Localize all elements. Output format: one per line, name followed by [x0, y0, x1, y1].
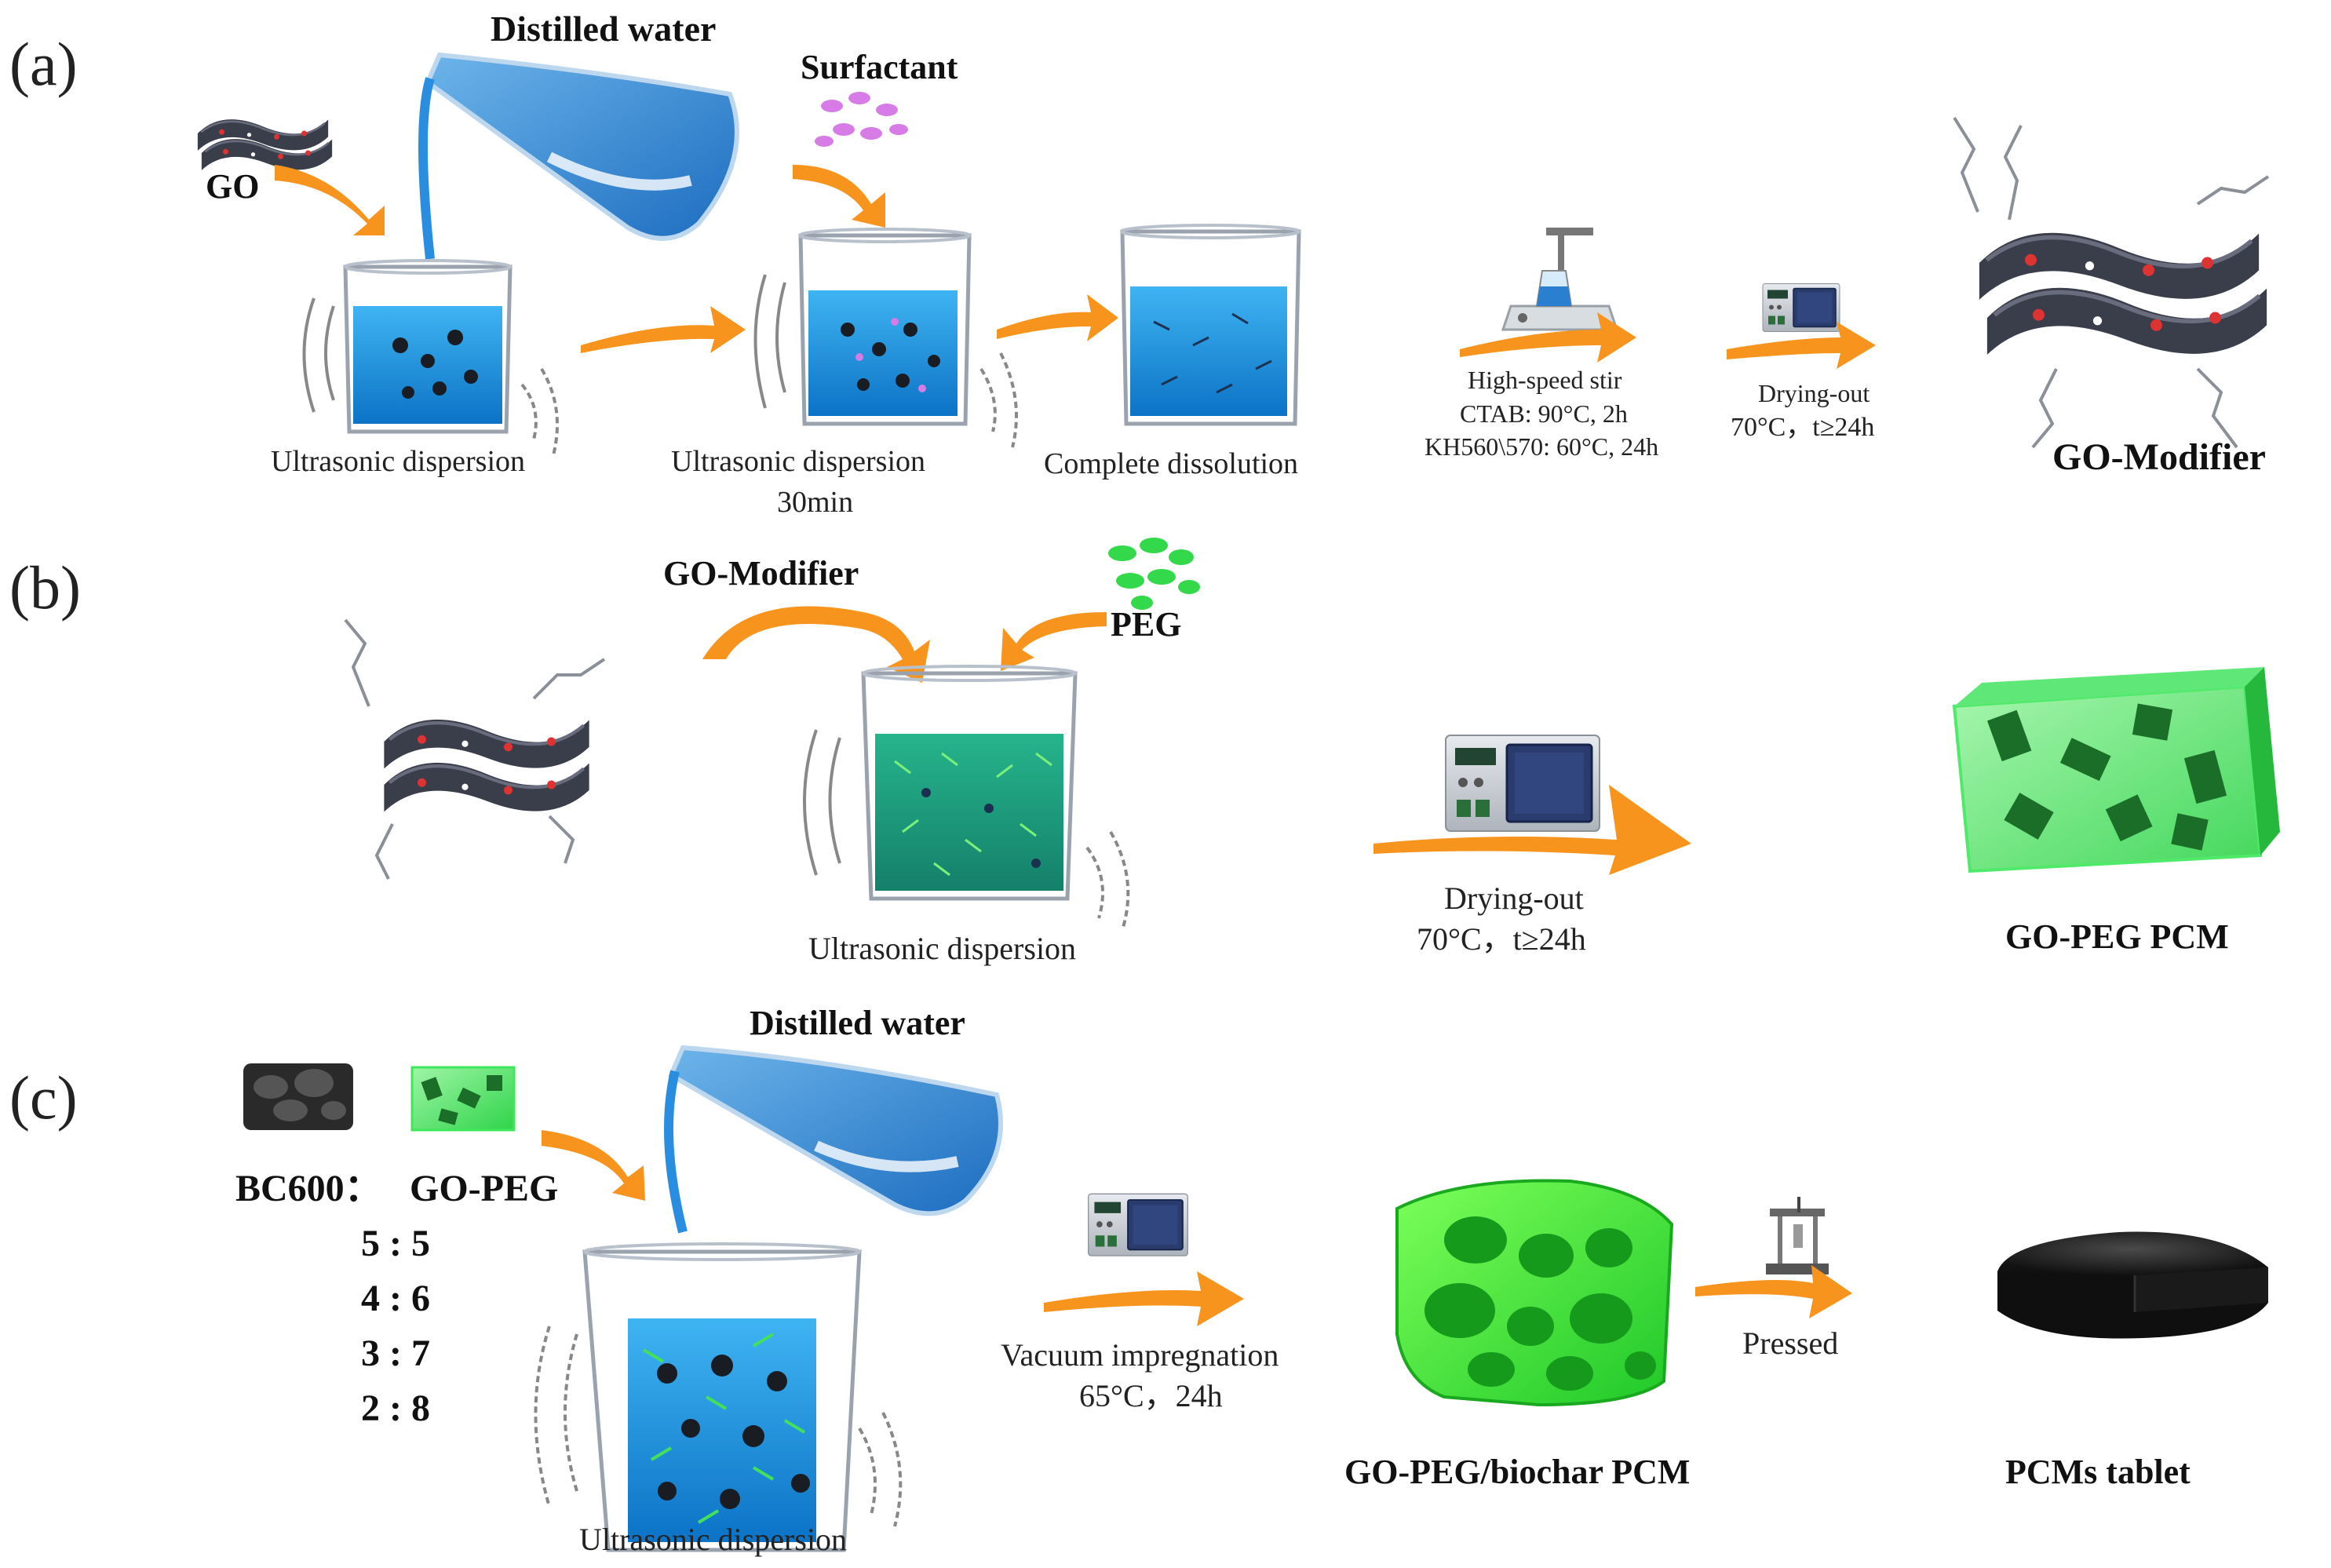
vacuum-line1: Vacuum impregnation [1001, 1337, 1279, 1373]
vacuum-line2: 65°C，24h [1079, 1378, 1223, 1413]
panel-b-tag: (b) [9, 553, 81, 622]
arrow-step2-to-step3 [997, 294, 1118, 341]
peg-particles [1108, 538, 1200, 610]
composite-label: GO-PEG/biochar PCM [1344, 1453, 1690, 1491]
arrow-stir [1460, 312, 1636, 363]
beaker-3 [1120, 224, 1301, 426]
arrow-pressed [1695, 1265, 1852, 1318]
beaker-b [803, 665, 1130, 931]
go-peg-pcm-label: GO-PEG PCM [2005, 917, 2229, 956]
go-label: GO [206, 167, 259, 206]
surfactant-label: Surfactant [801, 48, 958, 86]
flask-pouring-c [664, 1045, 1003, 1234]
go-modifier-label: GO-Modifier [2052, 436, 2266, 478]
ratio-1: 5 : 5 [361, 1223, 430, 1264]
surfactant-particles [815, 92, 908, 147]
go-flake-a [196, 118, 334, 172]
pcms-tablet [1997, 1231, 2268, 1339]
arrow-vacuum [1044, 1271, 1244, 1326]
step1-label: Ultrasonic dispersion [271, 445, 525, 478]
stir-line3: KH560\570: 60°C, 24h [1424, 432, 1658, 461]
drying-oven-a [1762, 283, 1840, 333]
arrow-peg-to-beaker [1001, 612, 1107, 671]
go-peg-pcm-cube [1952, 667, 2280, 873]
go-peg-biochar-block [1395, 1179, 1674, 1407]
peg-label: PEG [1111, 605, 1181, 644]
beaker-c [534, 1242, 903, 1552]
pressed-label: Pressed [1742, 1326, 1838, 1361]
ratio-4: 2 : 8 [361, 1387, 430, 1429]
b-beaker-label: Ultrasonic dispersion [808, 931, 1076, 966]
tablet-label: PCMs tablet [2005, 1453, 2191, 1491]
vacuum-oven-c [1087, 1193, 1189, 1257]
bc600-block [243, 1063, 353, 1130]
arrow-materials-to-beaker [542, 1130, 645, 1201]
dry-a-line2: 70°C，t≥24h [1731, 413, 1874, 442]
flask-pouring-a [418, 52, 739, 260]
panel-c-tag: (c) [9, 1063, 78, 1132]
stir-line2: CTAB: 90°C, 2h [1460, 399, 1628, 428]
beaker-1 [302, 259, 559, 456]
ratio-3: 3 : 7 [361, 1333, 430, 1374]
go-peg-small-cube [410, 1066, 516, 1132]
go-modifier-input [344, 618, 606, 880]
panel-c: (c) BC600： GO-PEG 5 : 5 4 : 6 3 : 7 2 : … [9, 1004, 2268, 1557]
ratio-header-left: BC600： [235, 1168, 382, 1209]
step2-label-line1: Ultrasonic dispersion [671, 445, 925, 478]
c-beaker-label: Ultrasonic dispersion [579, 1522, 847, 1557]
arrow-go-to-beaker [275, 165, 385, 235]
drying-oven-b [1444, 734, 1601, 833]
press-machine [1766, 1197, 1829, 1274]
dry-a-line1: Drying-out [1758, 379, 1870, 407]
arrow-drying-a [1727, 322, 1876, 369]
b-modifier-label: GO-Modifier [663, 554, 859, 593]
arrow-step1-to-step2 [581, 306, 746, 353]
step2-label-line2: 30min [777, 486, 853, 519]
distilled-water-label-a: Distilled water [491, 9, 716, 49]
ratio-2: 4 : 6 [361, 1278, 430, 1319]
arrow-surfactant-to-beaker [793, 165, 885, 228]
go-modifier-product [1953, 116, 2268, 449]
ratio-header-right: GO-PEG [410, 1168, 558, 1209]
beaker-2 [753, 228, 1018, 448]
panel-a: (a) GO Distilled water Ultr [9, 9, 2268, 519]
panel-a-tag: (a) [9, 30, 78, 98]
dry-b-line1: Drying-out [1444, 881, 1584, 916]
panel-b: (b) GO-Modifier PEG [9, 538, 2280, 966]
step3-label: Complete dissolution [1044, 447, 1298, 480]
stir-line1: High-speed stir [1468, 366, 1622, 394]
arrow-modifier-to-beaker [702, 606, 930, 683]
arrow-drying-b [1373, 785, 1691, 875]
distilled-water-label-c: Distilled water [750, 1004, 965, 1042]
dry-b-line2: 70°C，t≥24h [1417, 921, 1586, 957]
